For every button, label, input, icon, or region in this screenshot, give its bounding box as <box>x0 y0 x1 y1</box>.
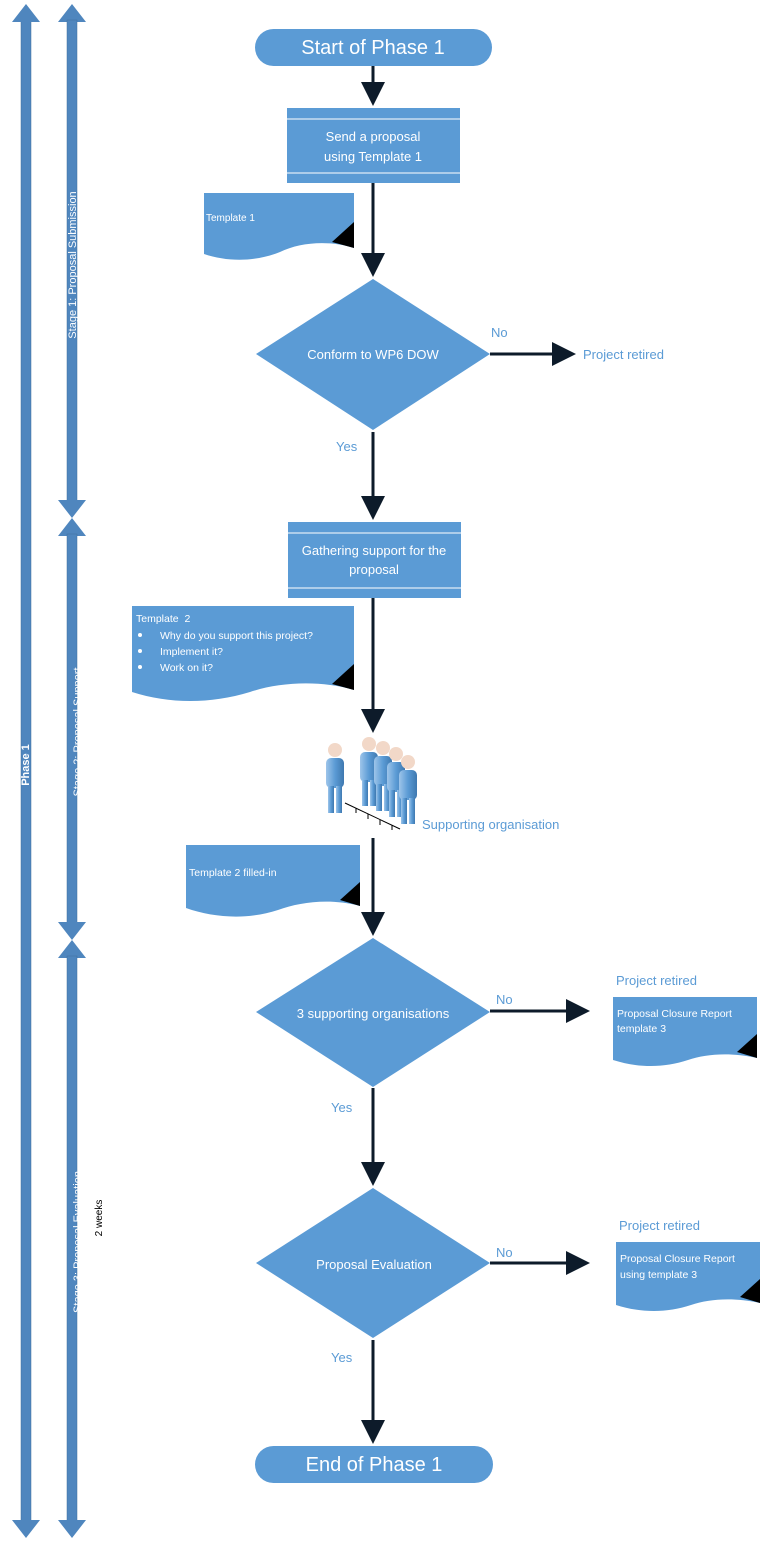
rail-arrow-top-icon <box>12 4 40 22</box>
support-retired-label: Project retired <box>616 973 697 988</box>
conform-no-label: No <box>491 325 508 340</box>
stage3-rail <box>58 940 86 1538</box>
support-no-label: No <box>496 992 513 1007</box>
gather-support-line2: proposal <box>349 562 399 577</box>
phase-rail <box>12 4 40 1538</box>
stage1-rail <box>58 4 86 518</box>
support-count-decision <box>256 938 490 1087</box>
template1-title: Template 1 <box>206 213 255 224</box>
evaluation-no-label: No <box>496 1245 513 1260</box>
stage1-rail-label: Stage 1: Proposal Submission <box>67 191 79 338</box>
evaluation-label: Proposal Evaluation <box>316 1257 432 1272</box>
template2-document <box>132 606 354 701</box>
closure-report2-corner-icon <box>740 1279 760 1303</box>
end-terminator <box>255 1446 493 1483</box>
gather-support-line1: Gathering support for the <box>302 543 447 558</box>
bullet-icon <box>138 665 142 669</box>
bullet-icon <box>138 633 142 637</box>
closure-report2-document <box>616 1242 760 1311</box>
stage2-rail-label: Stage 2: Proposal Support <box>72 667 84 796</box>
template2-filled-document <box>186 845 360 917</box>
template2-bullet: Work on it? <box>160 662 213 674</box>
template2-title: Template 2 <box>136 613 190 625</box>
send-proposal-line2: using Template 1 <box>324 149 422 164</box>
supporting-organisation-label: Supporting organisation <box>422 817 559 832</box>
closure-report1-document <box>613 997 757 1066</box>
conform-decision <box>256 279 490 430</box>
rail-arrow-bottom-icon <box>12 1520 40 1538</box>
closure-report1-line1: Proposal Closure Report <box>617 1008 732 1020</box>
conform-yes-label: Yes <box>336 439 358 454</box>
end-label: End of Phase 1 <box>306 1454 443 1476</box>
closure-report1-line2: template 3 <box>617 1023 666 1035</box>
closure-report2-line1: Proposal Closure Report <box>620 1253 735 1265</box>
evaluation-retired-label: Project retired <box>619 1218 700 1233</box>
closure-report2-line2: using template 3 <box>620 1269 697 1281</box>
phase-rail-label: Phase 1 <box>20 744 32 786</box>
stage2-rail <box>58 518 86 940</box>
template2-corner-icon <box>332 664 354 690</box>
stage3-duration: 2 weeks <box>94 1200 105 1237</box>
support-yes-label: Yes <box>331 1100 353 1115</box>
evaluation-decision <box>256 1188 490 1338</box>
template1-corner-icon <box>332 222 354 248</box>
template2-bullet: Why do you support this project? <box>160 630 313 642</box>
gather-support-process <box>288 522 461 598</box>
template2-filled-title: Template 2 filled-in <box>189 867 277 879</box>
connectors <box>361 66 590 1444</box>
conform-label: Conform to WP6 DOW <box>307 347 439 362</box>
bullet-icon <box>138 649 142 653</box>
start-label: Start of Phase 1 <box>301 37 444 59</box>
template2-filled-corner-icon <box>340 882 360 906</box>
closure-report1-corner-icon <box>737 1034 757 1058</box>
stage3-rail-label: Stage 3: Proposal Evaluation <box>72 1171 84 1313</box>
evaluation-yes-label: Yes <box>331 1350 353 1365</box>
send-proposal-process <box>287 108 460 183</box>
people-group-icon <box>326 737 417 830</box>
start-terminator <box>255 29 492 66</box>
support-count-label: 3 supporting organisations <box>297 1006 450 1021</box>
template2-bullet: Implement it? <box>160 646 223 658</box>
conform-retired-label: Project retired <box>583 347 664 362</box>
send-proposal-line1: Send a proposal <box>326 129 421 144</box>
template1-document <box>204 193 354 260</box>
